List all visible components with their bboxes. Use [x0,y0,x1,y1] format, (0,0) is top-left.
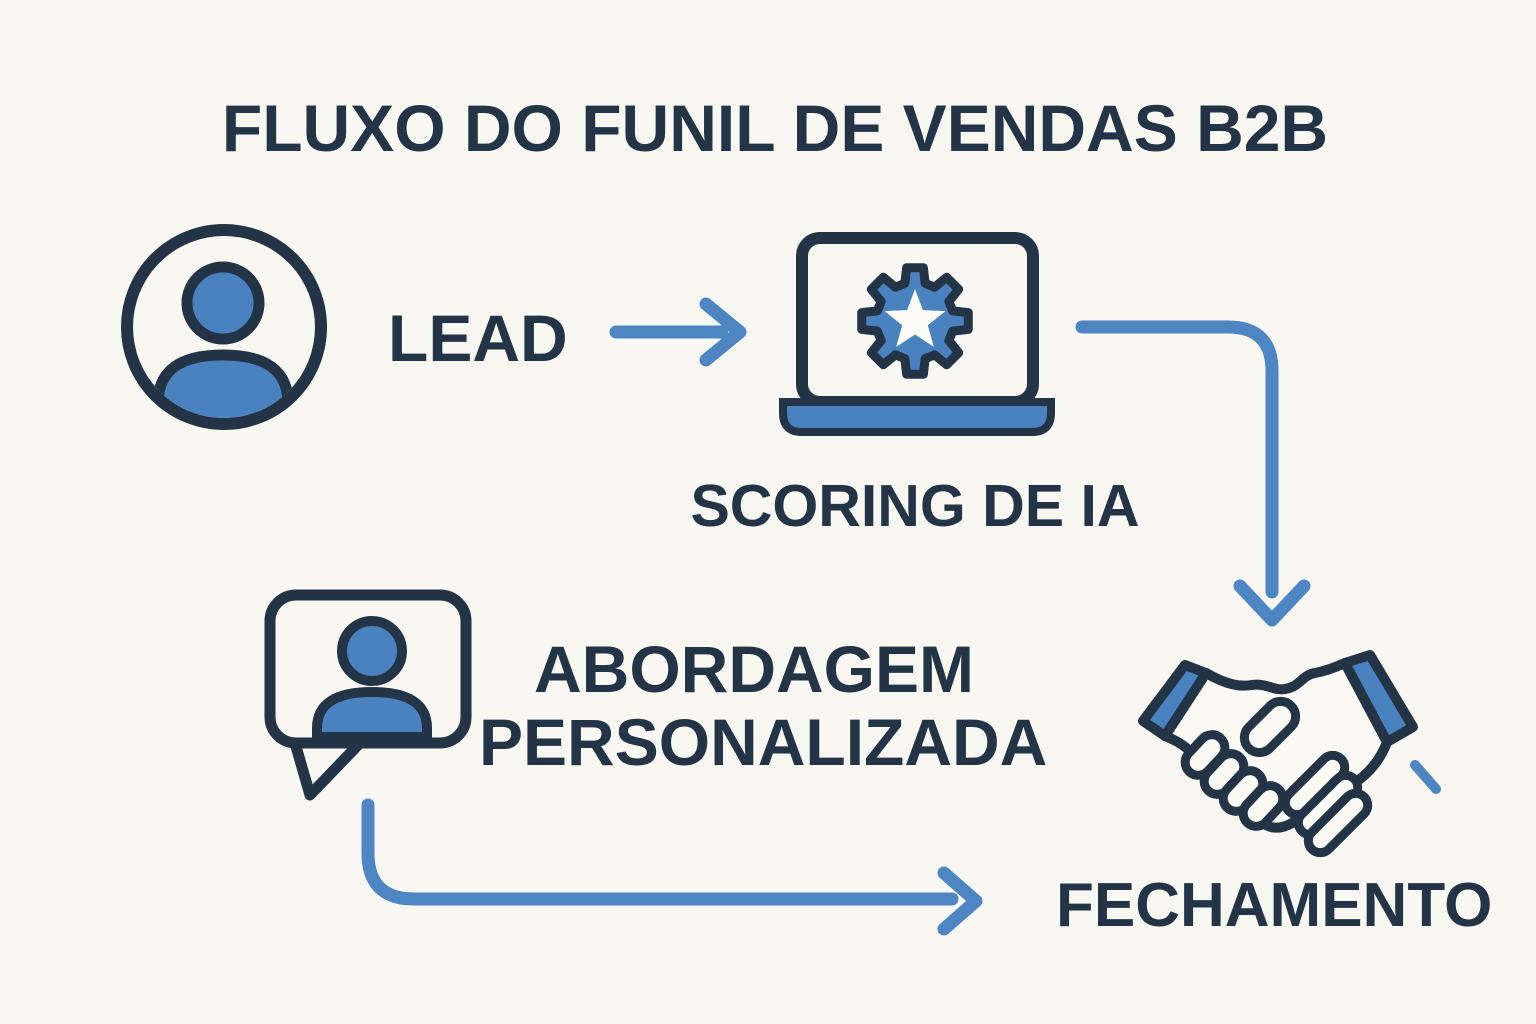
bubble-tail [289,737,366,801]
star-icon [884,289,946,347]
person-circle-icon [121,224,327,430]
chat-person-icon [264,589,472,801]
laptop-ai-gear-icon [779,232,1055,436]
right-sleeve [1340,650,1418,747]
bubble-person-head [337,616,407,686]
left-sleeve [1138,660,1211,741]
lead-label: LEAD [388,301,568,375]
diagram-title: FLUXO DO FUNIL DE VENDAS B2B [221,91,1329,165]
person-circle-outline [121,224,327,430]
arrow-lead-to-scoring [609,297,747,367]
abordagem-line2: PERSONALIZADA [479,704,1048,779]
scoring-label: SCORING DE IA [690,473,1140,539]
person-body [152,349,294,418]
fechamento-label: FECHAMENTO [1056,871,1493,940]
abordagem-label: ABORDAGEM PERSONALIZADA [479,632,1048,779]
bubble-person-body [312,686,432,742]
fingers [1280,750,1373,858]
handshake-icon [1138,650,1441,858]
laptop-base [779,398,1055,436]
knuckles [1180,730,1288,831]
thumb [1239,696,1301,758]
arrowhead-right [699,297,747,367]
person-head [181,261,265,345]
arrowhead-down [1233,579,1311,627]
arrow-scoring-to-fechamento [1075,320,1311,627]
arrow-abordagem-to-fechamento [361,798,983,936]
arrowhead-right [937,866,983,936]
abordagem-line1: ABORDAGEM [534,632,974,706]
accent-line [1410,760,1441,794]
